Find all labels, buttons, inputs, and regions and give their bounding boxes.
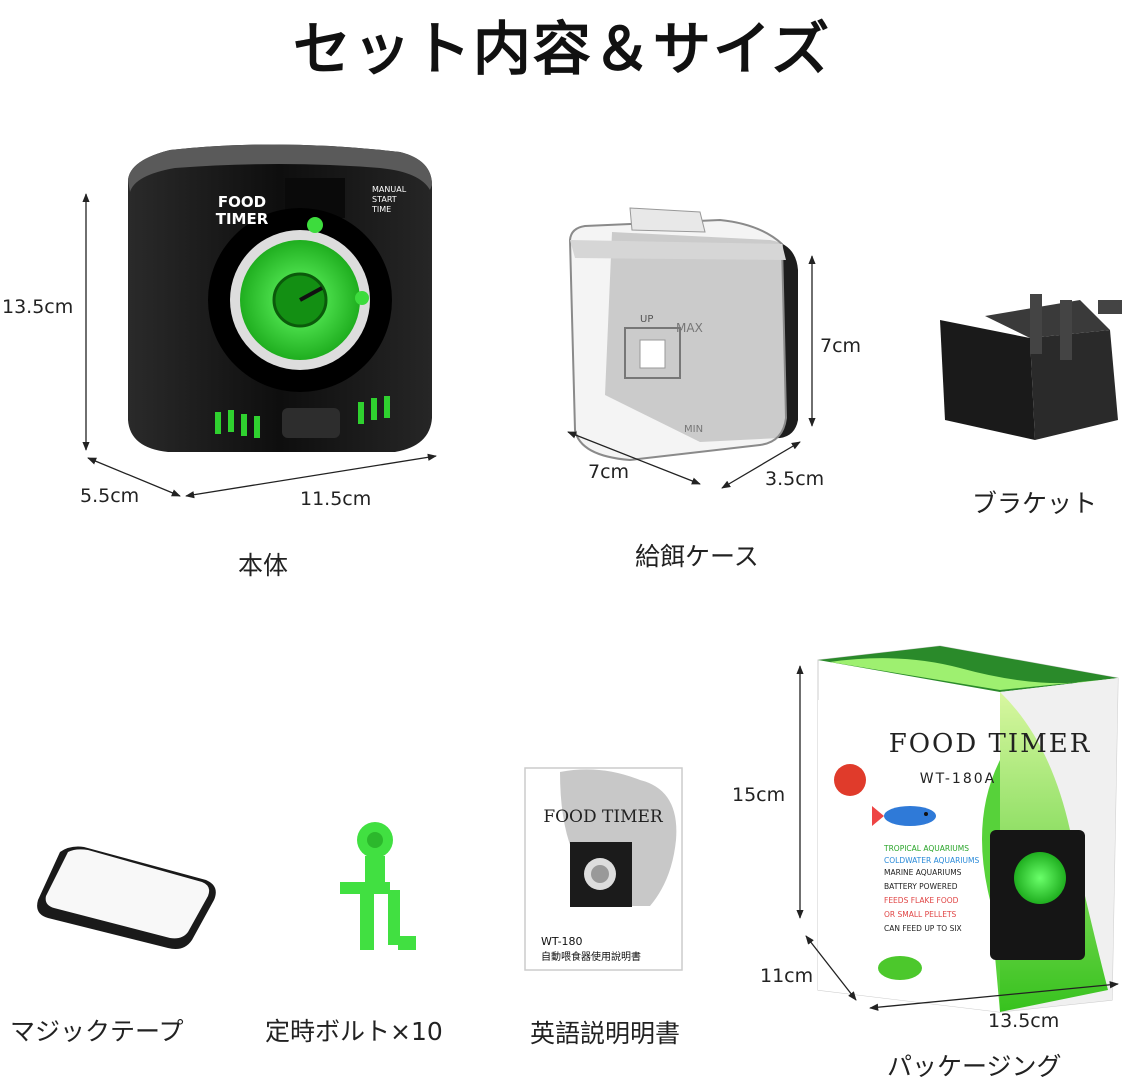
- main-depth-line: [87, 457, 181, 497]
- device-manual-3: TIME: [371, 205, 391, 214]
- manual-image: [524, 767, 683, 971]
- manual-model: WT-180: [541, 935, 583, 948]
- case-height-label: 7cm: [820, 335, 862, 357]
- main-unit-caption: 本体: [238, 551, 289, 580]
- case-depth-line: [721, 441, 801, 489]
- manual-caption: 英語説明明書: [530, 1019, 681, 1048]
- package-height-label: 15cm: [732, 784, 786, 806]
- device-manual-2: START: [372, 195, 397, 204]
- package-width-label: 13.5cm: [988, 1010, 1060, 1032]
- bolt-image: [340, 822, 416, 950]
- velcro-caption: マジックテープ: [10, 1017, 184, 1046]
- feeding-case-caption: 給餌ケース: [635, 542, 759, 571]
- device-brand-2: TIMER: [216, 210, 269, 228]
- package-depth-label: 11cm: [760, 965, 814, 987]
- case-max-label: MAX: [676, 321, 703, 335]
- box-feature-4: FEEDS FLAKE FOOD: [884, 896, 959, 905]
- package-width-line: [869, 981, 1119, 1011]
- package-image: [817, 645, 1119, 1013]
- velcro-image: [37, 846, 216, 949]
- main-height-label: 13.5cm: [2, 296, 74, 318]
- box-feature-6: CAN FEED UP TO SIX: [884, 924, 962, 933]
- case-width-label: 7cm: [588, 461, 630, 483]
- page-title: セット内容＆サイズ: [292, 15, 832, 83]
- bracket-caption: ブラケット: [972, 489, 1098, 518]
- bracket-image: [940, 294, 1122, 440]
- bolts-caption: 定時ボルト×10: [265, 1017, 443, 1046]
- case-up-label: UP: [640, 314, 653, 325]
- manual-subtitle: 自動喂食器使用說明書: [541, 950, 641, 963]
- case-min-label: MIN: [684, 424, 703, 435]
- case-width-line: [567, 431, 701, 485]
- main-width-label: 11.5cm: [300, 488, 372, 510]
- box-model: WT-180A: [920, 771, 996, 787]
- package-depth-line: [805, 935, 857, 1001]
- box-feature-5: OR SMALL PELLETS: [884, 910, 957, 919]
- box-feature-0: TROPICAL AQUARIUMS: [883, 844, 969, 853]
- main-unit-image: [128, 144, 432, 452]
- package-caption: パッケージング: [887, 1052, 1062, 1081]
- feeding-case-image: [568, 207, 798, 462]
- box-feature-3: BATTERY POWERED: [884, 882, 958, 891]
- main-width-line: [185, 453, 437, 499]
- device-manual-1: MANUAL: [372, 185, 407, 194]
- case-depth-label: 3.5cm: [765, 468, 825, 490]
- device-brand-1: FOOD: [218, 193, 266, 211]
- box-feature-2: MARINE AQUARIUMS: [884, 868, 962, 877]
- manual-cover-title: FOOD TIMER: [543, 807, 664, 827]
- fish-icon: [872, 806, 936, 826]
- box-title: FOOD TIMER: [889, 729, 1092, 759]
- main-depth-label: 5.5cm: [80, 485, 140, 507]
- box-feature-1: COLDWATER AQUARIUMS: [884, 856, 979, 865]
